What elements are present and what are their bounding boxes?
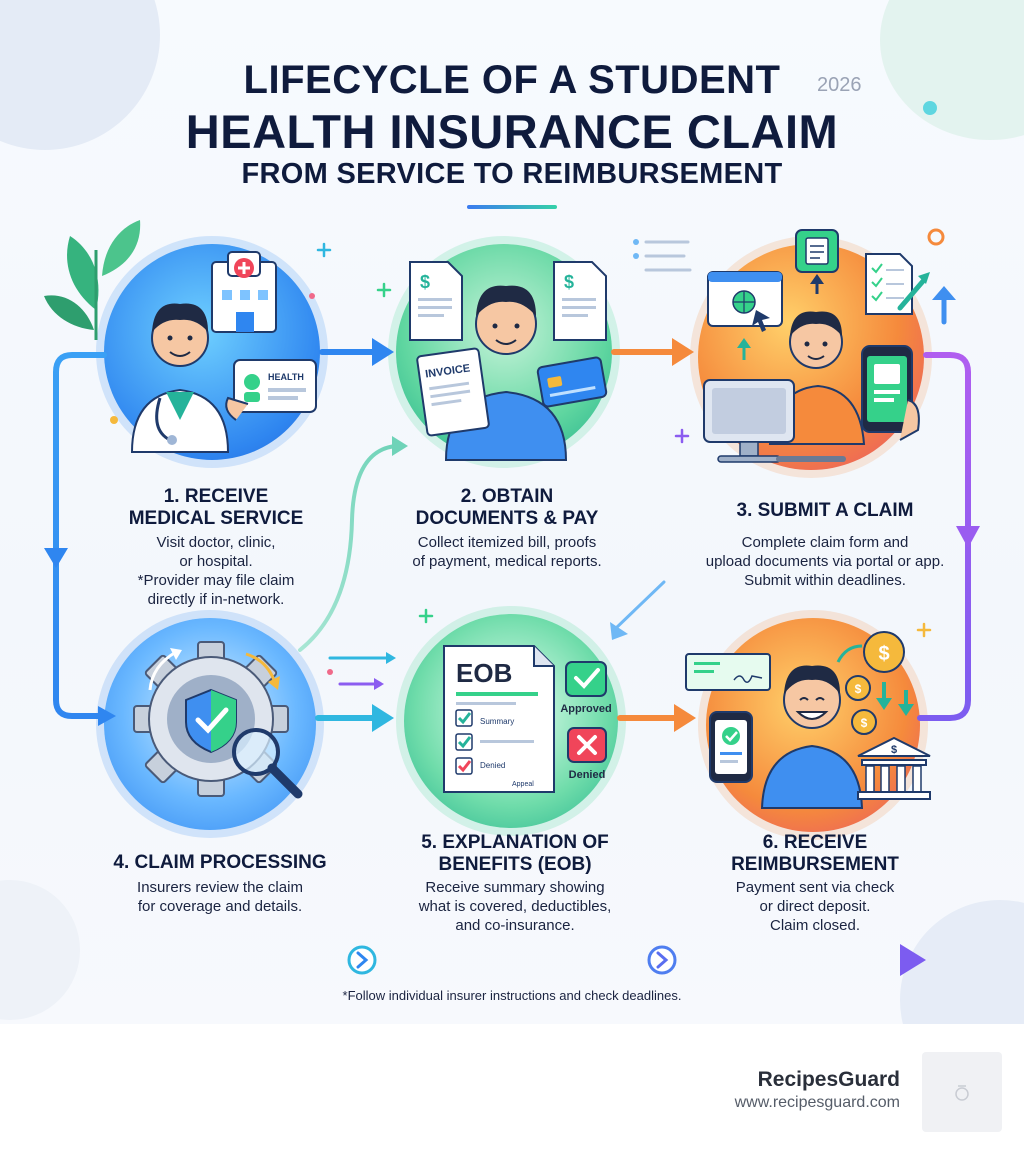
doctor-figure bbox=[130, 303, 230, 453]
bill-document-left-icon: $ bbox=[409, 261, 463, 341]
sparkle-decorations bbox=[110, 101, 945, 638]
speed-lines bbox=[327, 652, 396, 690]
leaf-decoration bbox=[44, 220, 141, 340]
shield-check-icon bbox=[185, 688, 237, 754]
arrow-head-left-down bbox=[44, 548, 68, 568]
step-2-description: Collect itemized bill, proofs of payment… bbox=[412, 534, 602, 570]
computer-monitor-icon bbox=[703, 379, 846, 463]
flow-diagram: HEALTH $ $ INVOICE bbox=[44, 101, 980, 976]
eob-denied-line: Denied bbox=[480, 761, 505, 770]
bank-icon: $ bbox=[857, 736, 931, 800]
connector-1-to-4 bbox=[53, 352, 107, 719]
bank-dollar: $ bbox=[891, 744, 897, 756]
coin-dollar-1: $ bbox=[878, 643, 889, 665]
bottom-timeline-arrow-head bbox=[900, 944, 926, 976]
connector-3-to-5 bbox=[612, 580, 666, 632]
bill-document-right-icon: $ bbox=[553, 261, 607, 341]
approved-badge: Approved bbox=[560, 661, 612, 715]
step-6-description: Payment sent via check or direct deposit… bbox=[735, 879, 895, 934]
claim-form-icon bbox=[795, 229, 839, 294]
brand-url[interactable]: www.recipesguard.com bbox=[734, 1094, 900, 1111]
title-underline bbox=[467, 205, 557, 209]
step-5-title: 5. EXPLANATION OF BENEFITS (EOB) bbox=[421, 832, 609, 875]
credit-card-icon bbox=[536, 356, 608, 408]
coin-dollar-2: $ bbox=[855, 682, 862, 696]
refresh-arrows-icon bbox=[148, 648, 280, 691]
footnote: *Follow individual insurer instructions … bbox=[342, 988, 682, 1003]
eob-document-label: EOB bbox=[456, 658, 512, 688]
timeline-node-1 bbox=[347, 945, 377, 975]
arrow-head-2-to-3 bbox=[672, 338, 694, 366]
list-lines-icon bbox=[633, 239, 692, 272]
health-card-icon: HEALTH bbox=[225, 359, 317, 421]
step-1-title: 1. RECEIVE MEDICAL SERVICE bbox=[128, 486, 304, 529]
phone-approved-icon bbox=[709, 711, 753, 783]
check-payment-icon bbox=[685, 653, 771, 691]
arrow-head-1-to-2 bbox=[372, 338, 394, 366]
title-line-2: HEALTH INSURANCE CLAIM bbox=[185, 105, 839, 158]
brand-logo-placeholder bbox=[922, 1052, 1002, 1132]
arrow-head-3-to-5 bbox=[610, 622, 628, 640]
step-4-description: Insurers review the claim for coverage a… bbox=[137, 879, 303, 915]
connector-4-to-2 bbox=[298, 444, 398, 652]
magnifier-icon bbox=[232, 728, 303, 799]
hospital-icon bbox=[211, 251, 277, 333]
approved-label: Approved bbox=[560, 703, 611, 715]
arrow-head-4-to-5 bbox=[372, 704, 394, 732]
brand-name: RecipesGuard bbox=[757, 1068, 900, 1091]
dollar-sign-2: $ bbox=[564, 272, 574, 292]
coin-dollar-3: $ bbox=[861, 716, 868, 730]
coins-icon: $ $ $ bbox=[836, 631, 914, 735]
timeline-node-2 bbox=[647, 945, 677, 975]
footer-bar: RecipesGuard www.recipesguard.com bbox=[0, 1024, 1024, 1154]
web-portal-icon bbox=[707, 271, 783, 360]
checklist-icon bbox=[865, 253, 930, 315]
health-card-label: HEALTH bbox=[268, 372, 304, 382]
step-6-title: 6. RECEIVE REIMBURSEMENT bbox=[731, 832, 899, 875]
arrow-head-5-to-6 bbox=[674, 704, 696, 732]
denied-badge: Denied bbox=[567, 727, 607, 781]
step-2-title: 2. OBTAIN DOCUMENTS & PAY bbox=[415, 486, 599, 529]
arrow-head-into-4 bbox=[98, 706, 116, 726]
arrow-head-4-to-2 bbox=[392, 436, 408, 456]
mobile-app-icon bbox=[861, 345, 920, 441]
step-3-description: Complete claim form and upload documents… bbox=[705, 534, 945, 589]
dollar-sign-1: $ bbox=[420, 272, 430, 292]
subtitle: FROM SERVICE TO REIMBURSEMENT bbox=[241, 158, 783, 190]
upload-arrow-icon bbox=[932, 286, 956, 325]
arrow-head-right-down bbox=[956, 526, 980, 548]
denied-label: Denied bbox=[569, 769, 606, 781]
step-3-title: 3. SUBMIT A CLAIM bbox=[736, 500, 914, 521]
logo-mark-icon bbox=[955, 1085, 969, 1101]
step-1-description: Visit doctor, clinic, or hospital. *Prov… bbox=[137, 534, 295, 608]
infographic-canvas: LIFECYCLE OF A STUDENT 2026 HEALTH INSUR… bbox=[0, 0, 1024, 1024]
student-figure-step-6 bbox=[760, 665, 864, 809]
step-5-description: Receive summary showing what is covered,… bbox=[418, 879, 612, 934]
eob-document-icon: EOB Summary Denied Appeal bbox=[443, 645, 555, 793]
invoice-icon: INVOICE bbox=[416, 347, 490, 437]
eob-appeal-line: Appeal bbox=[512, 781, 534, 788]
year-label: 2026 bbox=[817, 74, 862, 96]
step-4-title: 4. CLAIM PROCESSING bbox=[113, 852, 327, 873]
title-line-1: LIFECYCLE OF A STUDENT bbox=[243, 58, 781, 102]
eob-summary-line: Summary bbox=[480, 717, 514, 726]
